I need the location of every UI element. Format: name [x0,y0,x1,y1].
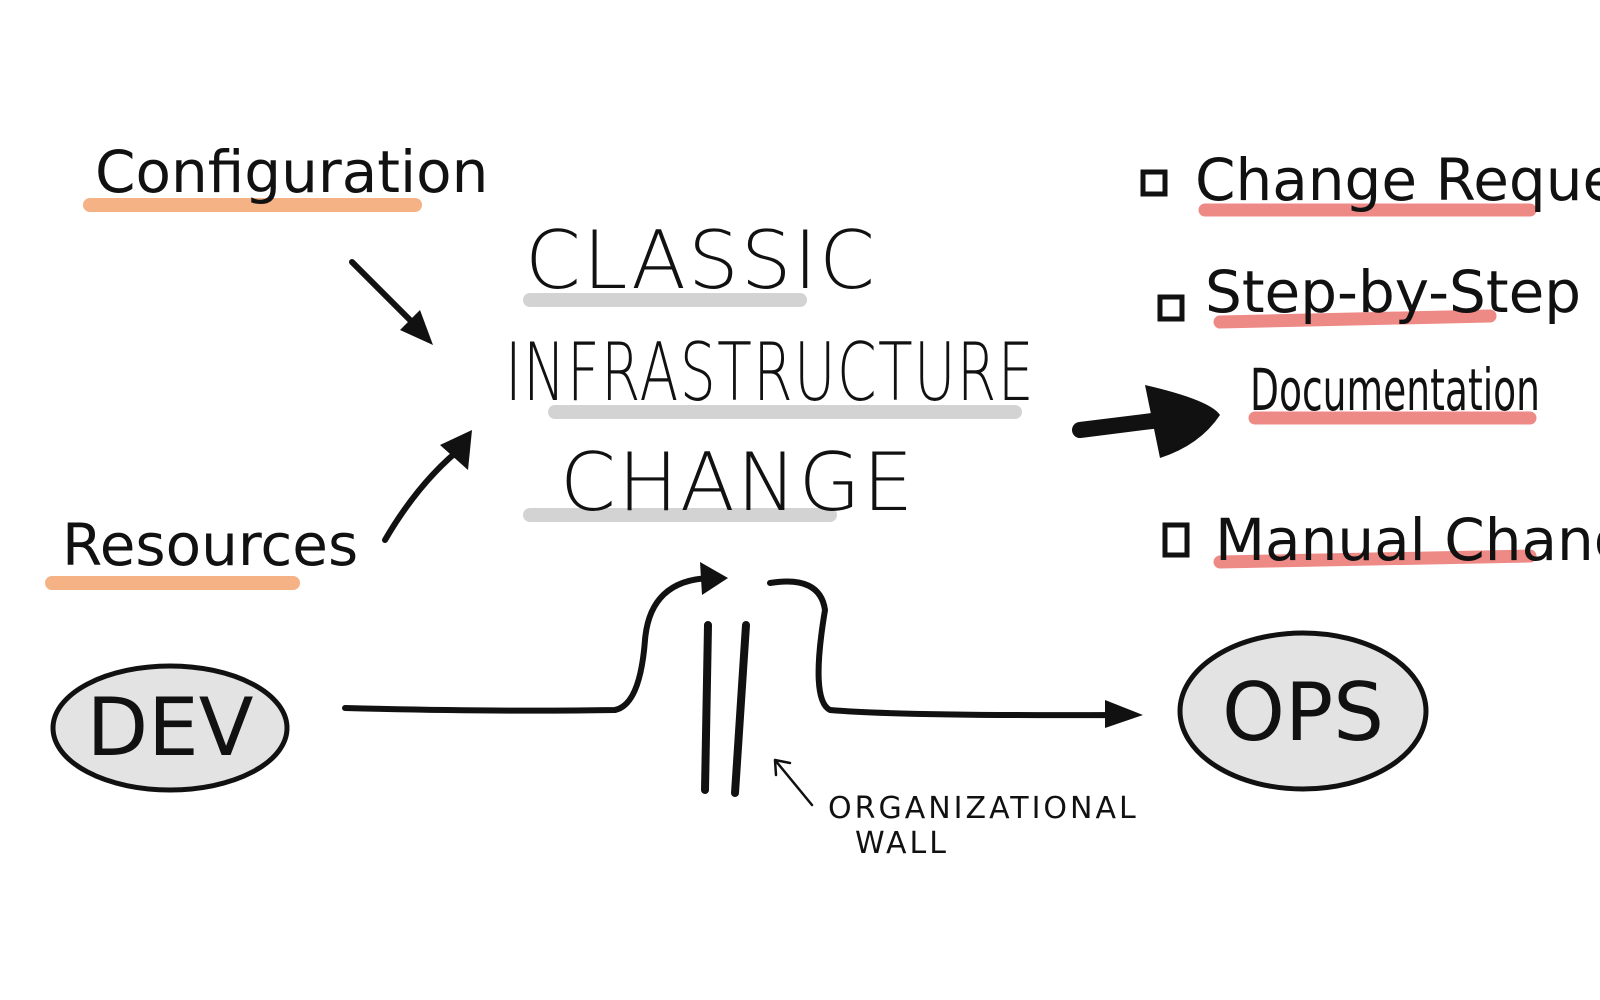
ops-arrowhead [1105,700,1143,728]
wall-pointer-arrow [773,758,814,807]
wall-line-left [701,621,712,794]
documentation-label: Documentation [1250,356,1540,424]
wall-label-line2: WALL [855,826,949,861]
title-change: CHANGE [560,436,915,529]
dev-arrowhead [700,562,728,595]
resources-arrowhead [440,430,472,470]
dev-ellipse [50,663,290,793]
step-by-step-highlight [1213,309,1497,329]
configuration-label: Configuration [95,138,488,206]
dev-label: DEV [87,681,254,774]
outcome-arrowhead [1145,385,1220,458]
configuration-arrowhead [400,310,433,345]
ops-label: OPS [1222,666,1384,759]
manual-change-highlight [1213,549,1537,569]
wall-to-ops-arrow [767,578,1123,719]
checkbox-change-request[interactable] [1140,169,1168,197]
resources-label: Resources [62,511,358,579]
title-infrastructure: INFRASTRUCTURE [505,326,1035,419]
resources-arrow [382,442,468,543]
checkbox-step-by-step[interactable] [1157,294,1185,322]
outcome-arrow [1072,412,1168,438]
checkbox-manual-change[interactable] [1162,522,1190,558]
change-request-label: Change Request [1195,146,1600,214]
step-by-step-label: Step-by-Step [1205,258,1581,326]
wall-label-line1: ORGANIZATIONAL [828,791,1139,826]
ops-ellipse [1177,630,1429,792]
wall-line-right [731,621,750,797]
title-classic: CLASSIC [525,214,877,307]
manual-change-label: Manual Change [1215,506,1600,574]
dev-to-wall-arrow [342,575,713,714]
